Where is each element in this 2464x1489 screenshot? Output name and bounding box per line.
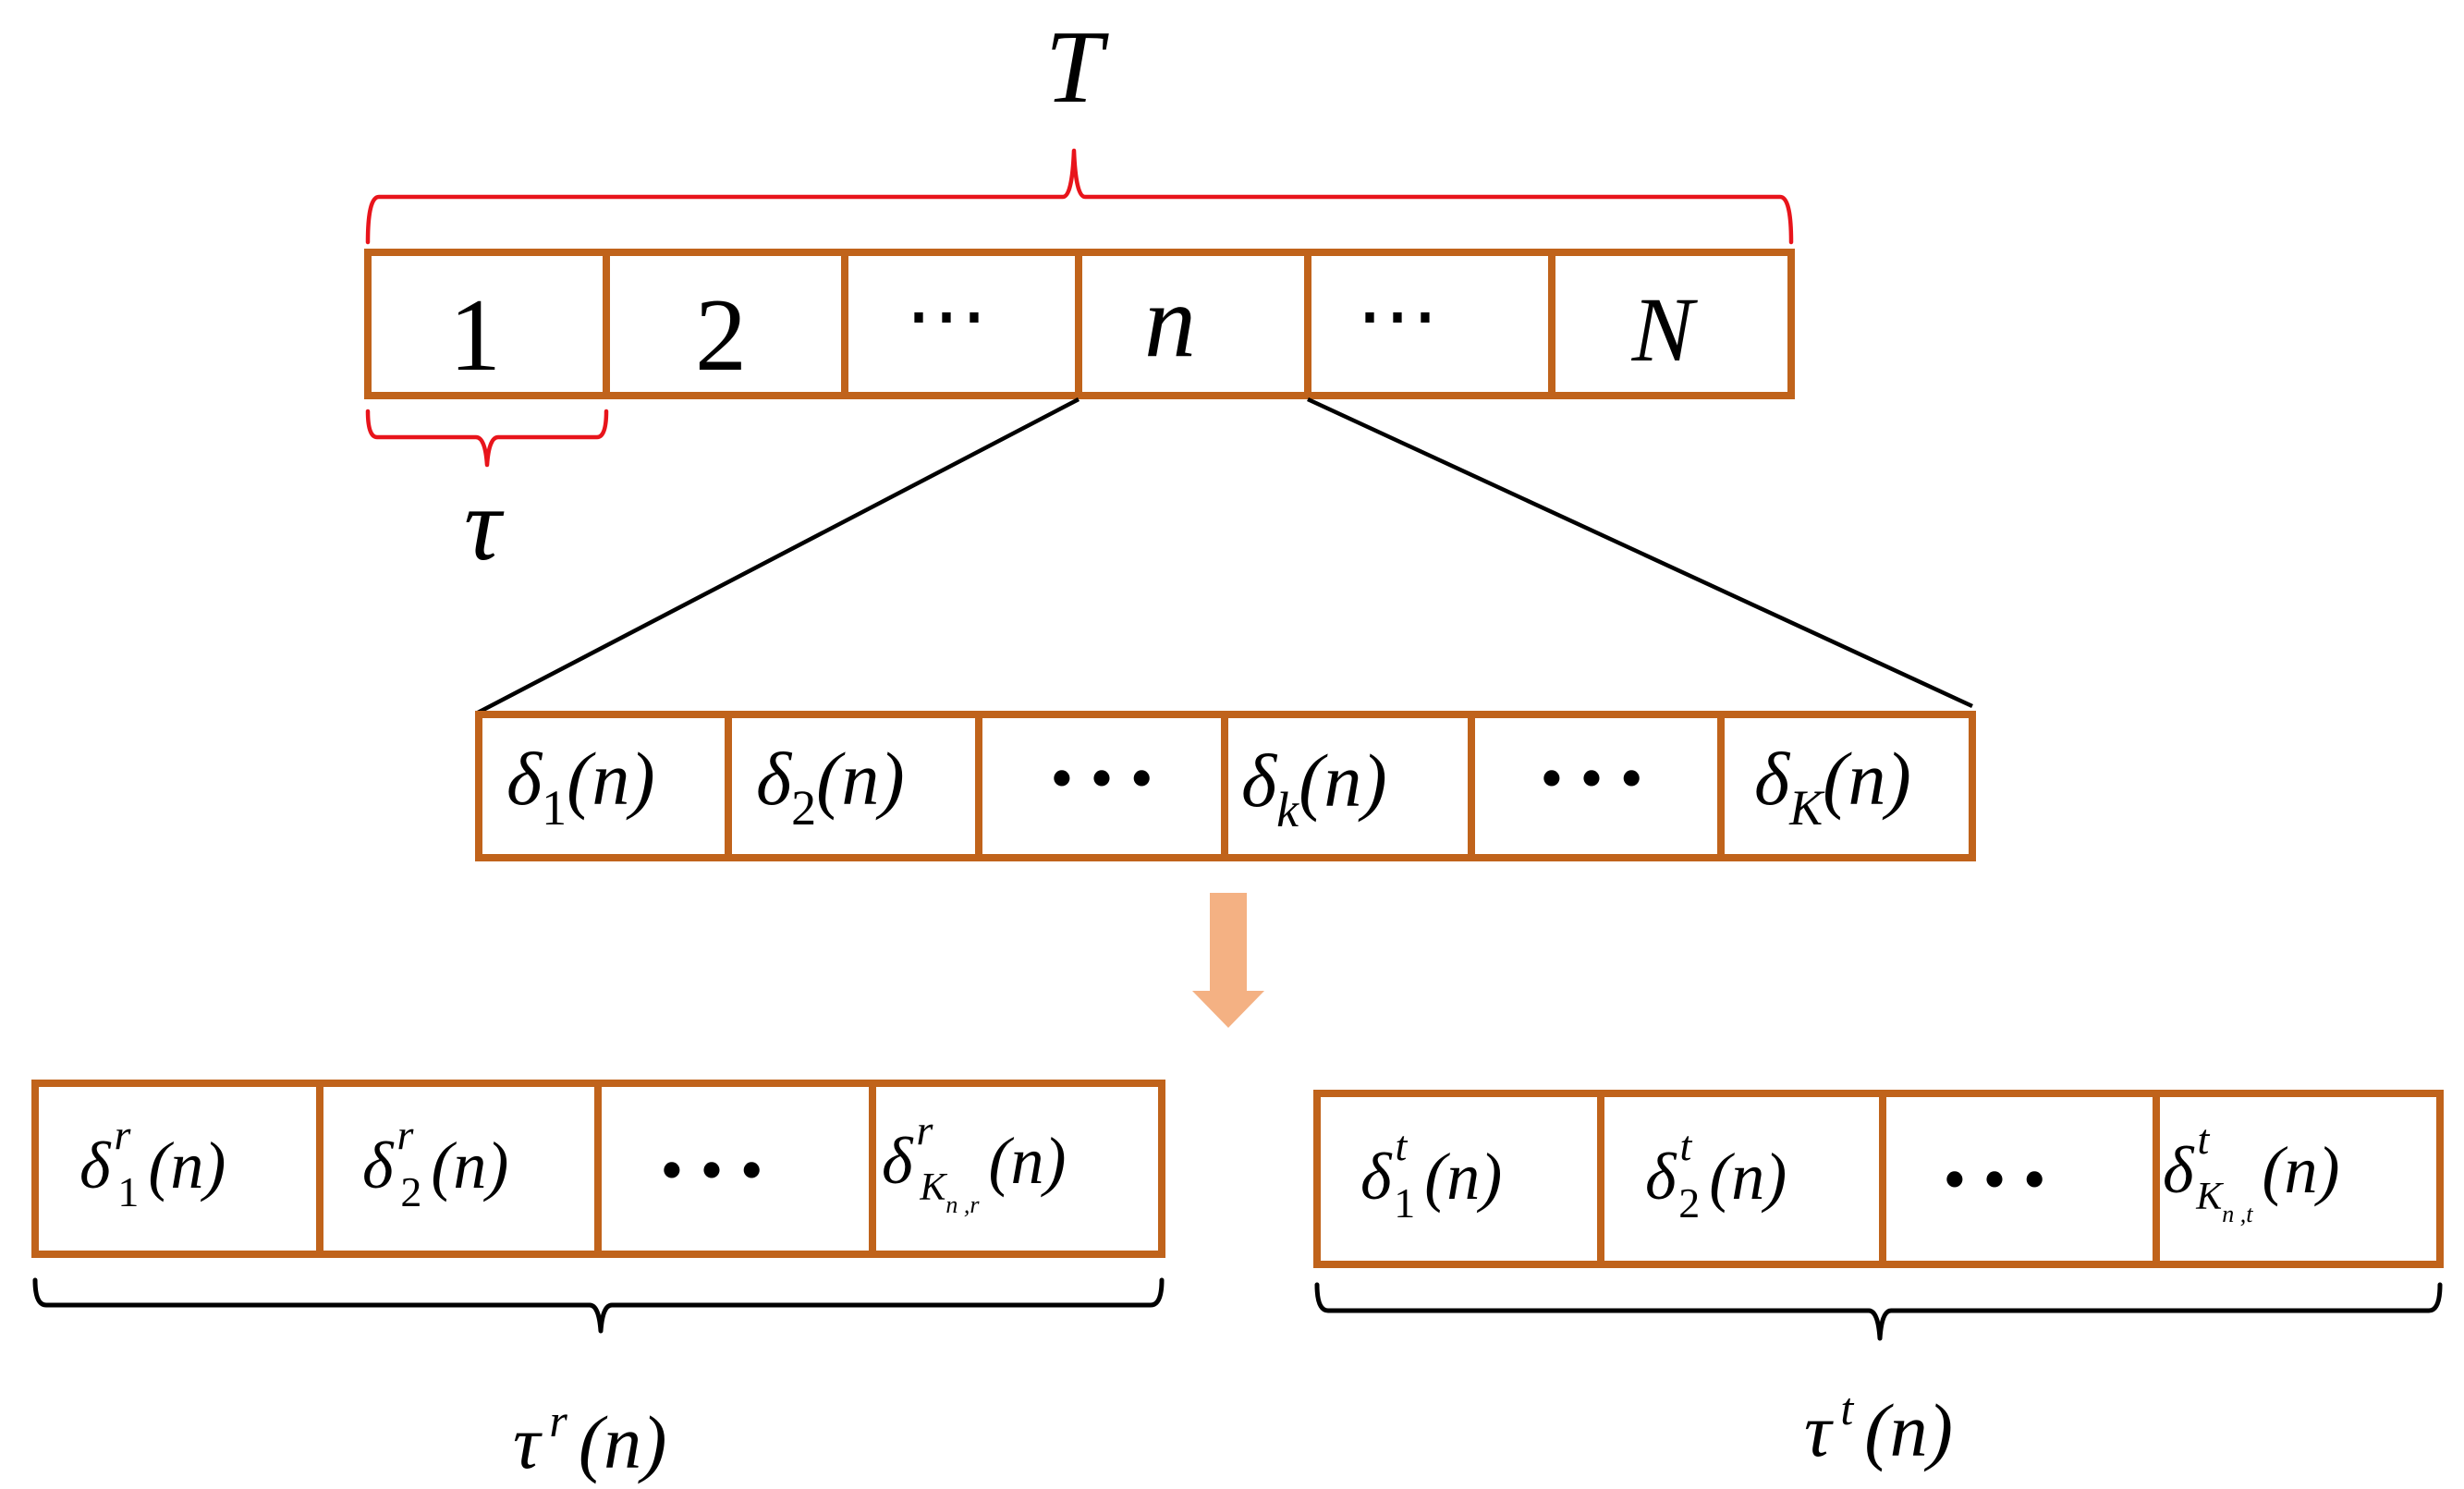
sub-slot-1-label: δ1(n) [506,737,655,836]
slot-length-label: τ [464,468,505,582]
frame-slot-N-label: N [1631,278,1699,381]
frame-slot-dots-1-label: ⋯ [905,271,988,362]
down-arrow-icon [1192,893,1264,1028]
sub-slot-k-label: δk(n) [1241,738,1387,837]
reflection-slot-1 [31,1080,323,1258]
sub-slot-dots-2-label: • • • [1540,741,1643,815]
total-period-brace: T [365,10,1794,245]
zoom-line-right [1307,397,1973,709]
transmission-slot-dots [1879,1090,2160,1268]
frame-slot-dots-1 [841,249,1082,399]
sub-slot-k [1221,711,1475,861]
reflection-slot-2 [316,1080,602,1258]
frame-slot-2 [603,249,848,399]
frame-slot-n-label: n [1144,264,1196,379]
sub-slot-K-label: δK(n) [1754,737,1911,836]
frame-slot-dots-2 [1304,249,1555,399]
sub-slots-row: δ1(n) δ2(n) • • • δk(n) • • • δK(n) [475,711,1976,861]
frame-slot-2-label: 2 [695,278,747,393]
sub-slot-dots-1-label: • • • [1050,741,1153,815]
frame-slot-1-label: 1 [449,278,501,393]
transmission-slot-dots-label: • • • [1943,1142,2046,1216]
reflection-slot-dots-label: • • • [660,1133,763,1207]
top-red-brace [365,148,1794,245]
sub-slot-dots-1 [975,711,1228,861]
slot-length-brace: τ [365,409,609,582]
frame-slot-dots-2-label: ⋯ [1356,271,1439,362]
sub-slot-2-label: δ2(n) [756,737,905,836]
transmission-slot-K [2153,1090,2444,1268]
reflection-black-brace [32,1277,1165,1334]
frame-slot-1 [364,249,610,399]
frame-slot-N [1548,249,1795,399]
sub-slot-K [1717,711,1976,861]
zoom-line-left [476,397,1080,714]
transmission-slot-1 [1313,1090,1604,1268]
sub-slot-1 [475,711,732,861]
sub-slot-2 [725,711,982,861]
transmission-black-brace [1314,1282,2443,1341]
reflection-slot-K [869,1080,1165,1258]
frame-slots-row: 1 2 ⋯ n ⋯ N [364,249,1795,399]
total-period-label: T [1045,10,1109,125]
slot-red-brace [365,409,609,468]
